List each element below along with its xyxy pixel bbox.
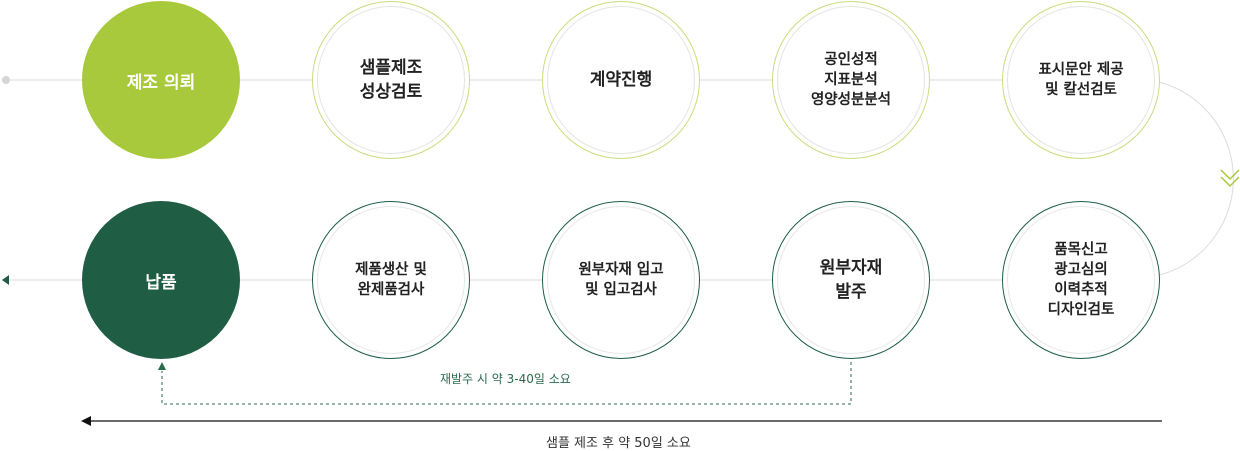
- step-delivery: 납품: [82, 201, 240, 359]
- step-label: 공인성적 지표분석 영양성분분석: [810, 52, 892, 108]
- reorder-arrow-icon: [158, 362, 166, 370]
- step-labeling: 표시문안 제공 및 칼선검토: [1002, 1, 1160, 159]
- step-report-design: 품목신고 광고심의 이력추적 디자인검토: [1002, 201, 1160, 359]
- step-label: 샘플제조 성상검토: [359, 58, 423, 102]
- step-label: 납품: [145, 272, 177, 293]
- turn-arc: [1149, 79, 1234, 276]
- start-dot: [2, 76, 10, 84]
- lead-time-note: 샘플 제조 후 약 50일 소요: [546, 436, 691, 451]
- step-order-request: 제조 의뢰: [82, 1, 240, 159]
- step-analysis: 공인성적 지표분석 영양성분분석: [772, 1, 930, 159]
- step-label: 원부자재 발주: [819, 258, 883, 302]
- step-label: 표시문안 제공 및 칼선검토: [1038, 62, 1124, 98]
- step-label: 계약진행: [589, 70, 653, 90]
- step-label: 제조 의뢰: [126, 72, 196, 93]
- lead-time-arrow-icon: [81, 416, 91, 426]
- step-contract: 계약진행: [542, 1, 700, 159]
- step-material-order: 원부자재 발주: [772, 201, 930, 359]
- chevron-down-icon: [1220, 169, 1240, 188]
- step-material-inspect: 원부자재 입고 및 입고검사: [542, 201, 700, 359]
- step-production: 제품생산 및 완제품검사: [312, 201, 470, 359]
- step-label: 원부자재 입고 및 입고검사: [578, 262, 664, 298]
- reorder-note: 재발주 시 약 3-40일 소요: [440, 372, 571, 386]
- step-sample-review: 샘플제조 성상검토: [312, 1, 470, 159]
- end-arrow-icon: [2, 275, 9, 285]
- step-label: 제품생산 및 완제품검사: [355, 262, 427, 298]
- step-label: 품목신고 광고심의 이력추적 디자인검토: [1047, 242, 1115, 318]
- reorder-dashed-path: [161, 362, 852, 405]
